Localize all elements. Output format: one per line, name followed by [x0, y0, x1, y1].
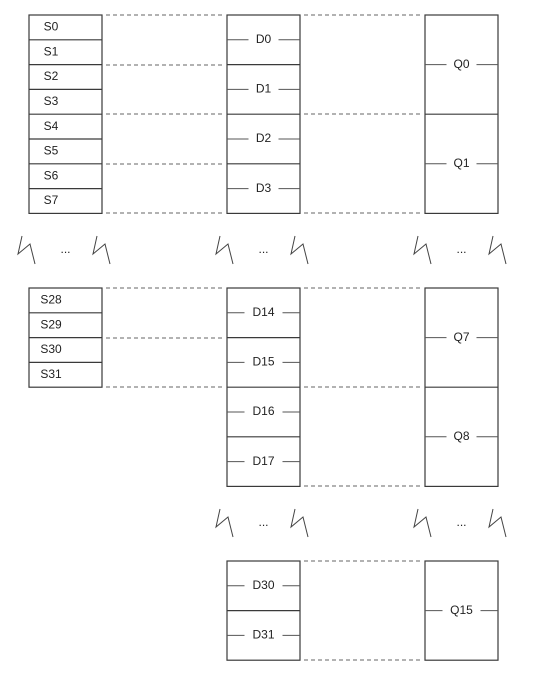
d-register-label: D31: [252, 628, 274, 642]
ellipsis-text: ...: [456, 515, 466, 529]
ellipsis-text: ...: [456, 242, 466, 256]
ellipsis-text: ...: [258, 515, 268, 529]
s-register-label: S5: [44, 144, 59, 158]
break-symbol: [215, 235, 234, 265]
d-register-label: D0: [256, 32, 272, 46]
q-register-label: Q0: [453, 57, 469, 71]
break-symbol: [488, 235, 507, 265]
s-register-label: S4: [44, 119, 59, 133]
break-symbol: [290, 508, 309, 538]
q-register-label: Q8: [453, 429, 469, 443]
d-register-label: D16: [252, 404, 274, 418]
s-register-label: S6: [44, 168, 59, 182]
break-symbol: [215, 508, 234, 538]
ellipsis-text: ...: [60, 242, 70, 256]
d-register-label: D3: [256, 181, 272, 195]
s-register-label: S30: [40, 342, 62, 356]
break-symbol: [290, 235, 309, 265]
d-register-label: D14: [252, 305, 274, 319]
continuation-break: ...: [456, 242, 466, 256]
s-register-label: S31: [40, 367, 62, 381]
s-register-label: S0: [44, 20, 59, 34]
ellipsis-text: ...: [258, 242, 268, 256]
break-symbol: [17, 235, 36, 265]
d-register-label: D1: [256, 82, 272, 96]
continuation-break: ...: [258, 242, 268, 256]
break-symbol: [413, 235, 432, 265]
d-register-label: D2: [256, 131, 272, 145]
q-register-label: Q7: [453, 330, 469, 344]
q-register-label: Q15: [450, 603, 473, 617]
s-register-label: S2: [44, 69, 59, 83]
d-register-label: D17: [252, 454, 274, 468]
continuation-break: ...: [456, 515, 466, 529]
s-register-label: S1: [44, 44, 59, 58]
continuation-break: ...: [60, 242, 70, 256]
s-register-label: S3: [44, 94, 59, 108]
s-register-label: S7: [44, 193, 59, 207]
q-register-group: Q15: [424, 560, 499, 661]
s-register-label: S29: [40, 317, 62, 331]
q-register-label: Q1: [453, 156, 469, 170]
break-symbol: [413, 508, 432, 538]
break-symbol: [92, 235, 111, 265]
continuation-break: ...: [258, 515, 268, 529]
s-register-label: S28: [40, 293, 62, 307]
d-register-label: D30: [252, 578, 274, 592]
break-symbol: [488, 508, 507, 538]
d-register-label: D15: [252, 355, 274, 369]
